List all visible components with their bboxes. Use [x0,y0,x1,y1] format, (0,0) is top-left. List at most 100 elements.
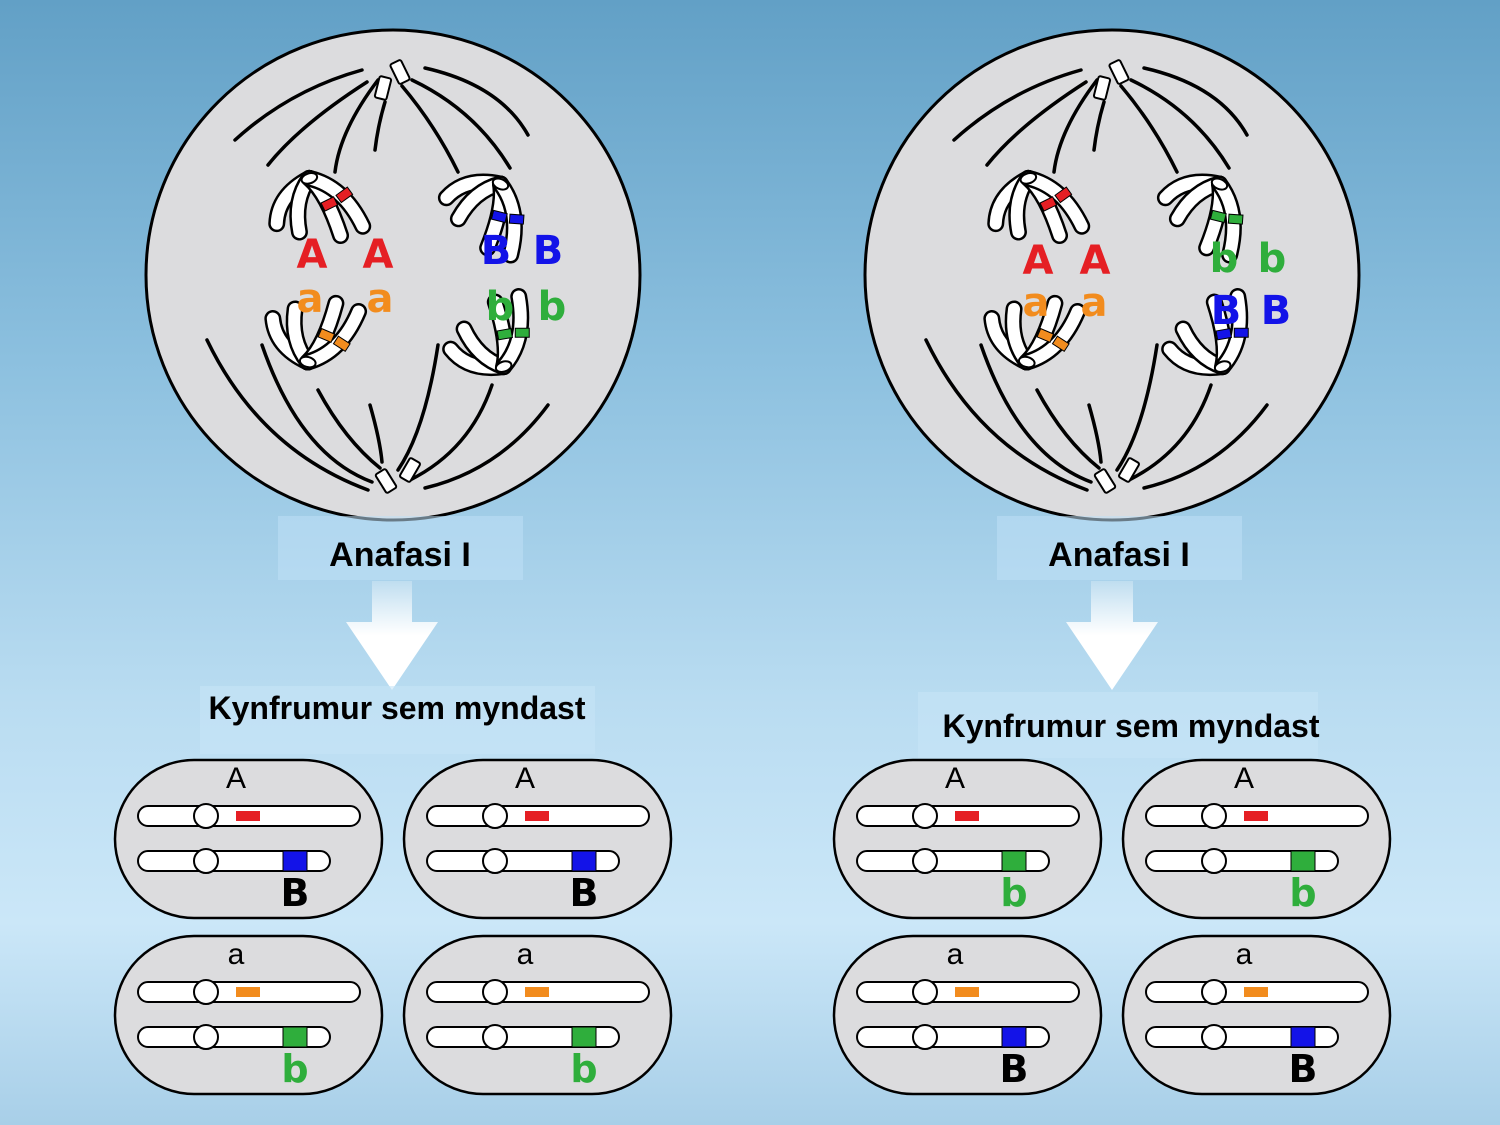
allele-band-B [571,850,597,872]
cell-membrane [832,758,1103,920]
stage-label: Anafasi I [329,536,471,574]
spindle-fibers [205,66,550,492]
allele-band-a [1036,327,1055,343]
allele-band-b [1227,213,1244,225]
centrioles [373,59,421,494]
centromere [912,1024,938,1050]
allele-band-B [1215,327,1233,341]
gamete-cell: aB [1121,934,1392,1096]
chromosome-short [856,1024,1050,1050]
chromosome-long [856,803,1080,829]
gamete-cell: Ab [1121,758,1392,920]
gamete-allele-top: a [947,938,964,971]
gamete-allele-top: a [228,938,245,971]
centromere [1019,172,1038,185]
centromere [491,177,510,191]
allele-band-A [320,196,339,212]
metaphase-cell: A A B B a a b b [144,28,642,522]
centromere [482,803,508,829]
allele-band-A [236,811,260,821]
gamete-allele-bottom: b [281,1047,308,1091]
allele-label-lower-right-2: b [538,284,567,330]
allele-band-a [1051,335,1070,353]
allele-band-B [508,213,525,225]
chromosome-short [426,1024,620,1050]
cell-membrane [402,934,673,1096]
gamete-allele-bottom: B [1000,1047,1029,1091]
allele-band-b [1001,850,1027,872]
chromosome-short [1145,1024,1339,1050]
gamete-allele-top: A [226,762,246,795]
allele-label-upper-left-1: A [297,232,328,278]
allele-band-A [1244,811,1268,821]
centrioles [1092,59,1140,494]
allele-band-a [236,987,260,997]
cell-membrane [1121,758,1392,920]
allele-band-A [955,811,979,821]
gametes-label: Kynfrumur sem myndast [209,690,586,726]
spindle-fibers [924,66,1269,492]
centromere [1210,177,1229,191]
allele-band-a [525,987,549,997]
allele-label-upper-right-1: B [481,228,512,274]
metaphase-cell: A A b b a a B B [863,28,1361,522]
right-panel: A A b b a a B B Anafasi I Kynfrumur sem … [832,28,1392,1096]
centromere [193,979,219,1005]
down-arrow [346,581,438,690]
allele-band-B [1233,327,1249,338]
gamete-cell: AB [402,758,673,920]
centromere [482,1024,508,1050]
centromere [494,360,513,373]
gamete-allele-bottom: b [1000,871,1027,915]
gametes-label: Kynfrumur sem myndast [943,708,1320,744]
chromosome-lower-left [264,294,368,371]
allele-band-A [525,811,549,821]
allele-label-lower-left-1: a [297,276,324,322]
allele-label-upper-right-1: b [1210,236,1239,282]
gamete-cell: ab [402,934,673,1096]
gamete-allele-bottom: b [1289,871,1316,915]
gamete-cell: AB [113,758,384,920]
centromere [912,848,938,874]
centromere [298,355,317,369]
chromosome-upper-right [437,173,525,264]
allele-band-a [1244,987,1268,997]
allele-band-B [490,209,508,224]
chromosome-long [1145,979,1369,1005]
chromosome-short [137,1024,331,1050]
allele-band-b [571,1026,597,1048]
chromosome-lower-left [983,294,1087,371]
chromosome-lower-right [442,288,530,376]
allele-label-lower-right-1: B [1211,288,1242,334]
allele-label-lower-right-1: b [486,284,515,330]
gamete-allele-top: A [945,762,965,795]
gamete-allele-top: a [517,938,534,971]
allele-band-b [496,327,514,341]
allele-band-b [514,327,530,338]
chromosome-long [137,979,361,1005]
allele-band-b [1209,209,1227,224]
centromere [1201,979,1227,1005]
centromere [912,979,938,1005]
chromosome-lower-right [1161,288,1249,376]
centromere [1213,360,1232,373]
allele-band-a [955,987,979,997]
cell-membrane [113,934,384,1096]
gamete-cell: ab [113,934,384,1096]
chromosome-short [1145,848,1339,874]
allele-band-A [1039,196,1058,212]
chromosome-upper-left [987,169,1091,245]
chromosome-short [426,848,620,874]
chromosome-long [1145,803,1369,829]
allele-band-a [317,327,336,343]
allele-label-lower-right-2: B [1261,288,1292,334]
allele-band-A [335,186,354,204]
chromosome-upper-left [268,169,372,245]
cell-membrane [1121,934,1392,1096]
gamete-allele-top: a [1236,938,1253,971]
gamete-allele-top: A [1234,762,1254,795]
allele-band-b [282,1026,308,1048]
allele-label-upper-right-2: B [533,228,564,274]
centromere [300,172,319,185]
